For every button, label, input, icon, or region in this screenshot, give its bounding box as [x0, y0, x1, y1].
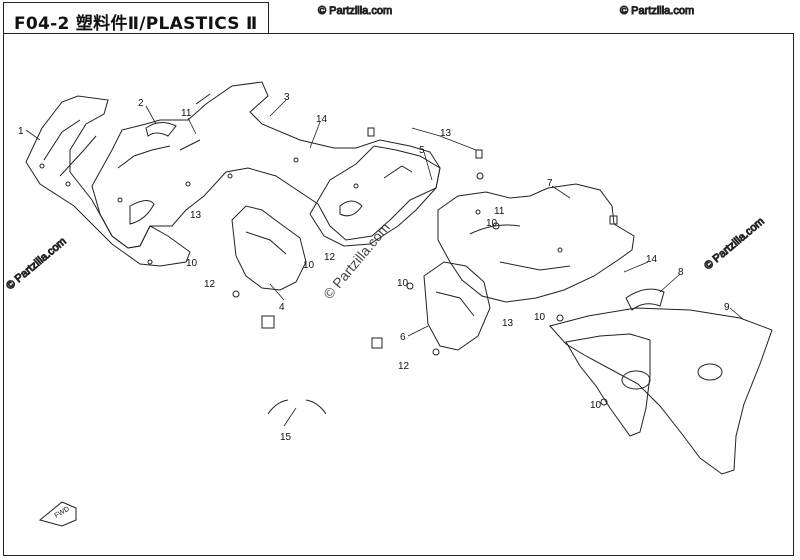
- callout-3: 3: [284, 92, 290, 103]
- page-title: F04-2 塑料件Ⅱ/PLASTICS Ⅱ: [14, 14, 258, 34]
- part-4-lower-panel: [231, 205, 307, 329]
- callout-5: 5: [419, 145, 425, 156]
- callout-13: 13: [440, 128, 452, 139]
- part-2-bracket: [145, 122, 177, 137]
- callouts: 1 2 3 4 5 6 7 8 9 10 10 10 10 10 10 11 1…: [18, 92, 730, 443]
- fwd-arrow: FWD: [38, 501, 77, 527]
- callout-12: 12: [398, 361, 410, 372]
- watermark-text: © Partzilla.com: [4, 235, 68, 292]
- callout-2: 2: [138, 98, 144, 109]
- part-9-right-side-panel: [549, 307, 773, 475]
- callout-14: 14: [646, 254, 658, 265]
- callout-15: 15: [280, 432, 292, 443]
- diagram-frame: [3, 33, 794, 556]
- callout-13: 13: [502, 318, 514, 329]
- callout-10: 10: [486, 218, 498, 229]
- part-15-clips: [267, 399, 327, 415]
- watermark-text: © Partzilla.com: [620, 5, 694, 17]
- callout-6: 6: [400, 332, 406, 343]
- leader-lines: [25, 99, 745, 427]
- callout-13: 13: [190, 210, 202, 221]
- part-3-upper-cowl: [91, 81, 441, 249]
- callout-11: 11: [494, 206, 505, 217]
- callout-10: 10: [534, 312, 546, 323]
- part-5-center-panel: [309, 145, 441, 247]
- part-1-front-panel: [25, 95, 191, 267]
- part-6-inner-lower: [423, 261, 491, 351]
- callout-1: 1: [18, 126, 24, 137]
- callout-14: 14: [316, 114, 328, 125]
- callout-8: 8: [678, 267, 684, 278]
- callout-4: 4: [279, 302, 285, 313]
- callout-12: 12: [324, 252, 336, 263]
- callout-10: 10: [590, 400, 602, 411]
- watermark-text: © Partzilla.com: [318, 5, 392, 17]
- callout-11: 11: [181, 108, 192, 119]
- callout-10: 10: [186, 258, 198, 269]
- callout-10: 10: [397, 278, 409, 289]
- header-box: F04-2 塑料件Ⅱ/PLASTICS Ⅱ: [3, 2, 269, 34]
- part-8-trim: [625, 288, 665, 311]
- callout-10: 10: [303, 260, 315, 271]
- callout-7: 7: [547, 178, 553, 189]
- callout-12: 12: [204, 279, 216, 290]
- callout-9: 9: [724, 302, 730, 313]
- fasteners: [232, 127, 618, 406]
- watermark-text: © Partzilla.com: [702, 215, 766, 272]
- part-7-right-cowl: [437, 183, 635, 303]
